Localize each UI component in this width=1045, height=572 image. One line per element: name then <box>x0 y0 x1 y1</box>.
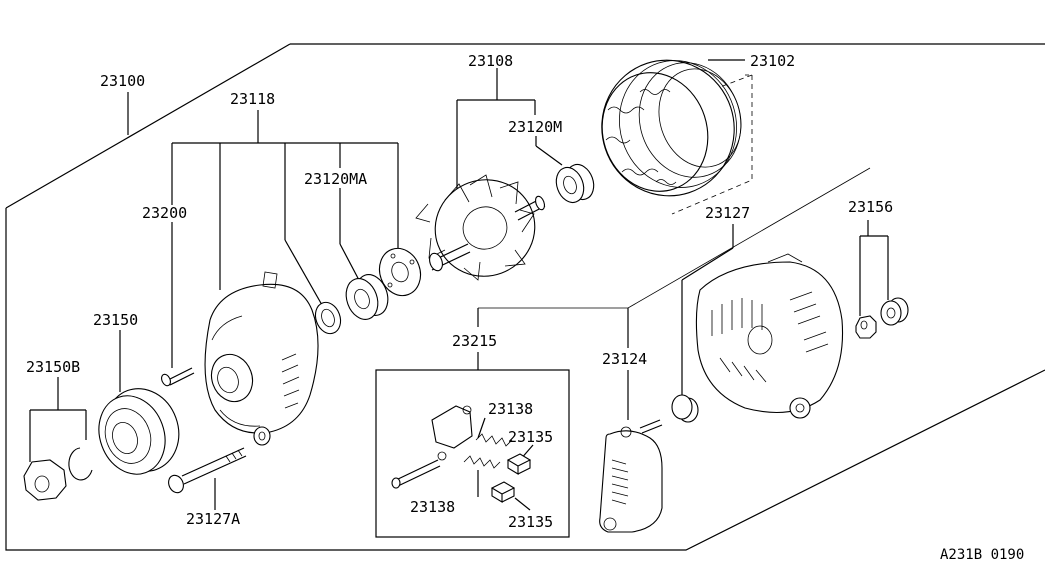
pulley-washer <box>68 447 93 481</box>
brush-springs <box>463 433 513 469</box>
rectifier-part <box>599 419 663 533</box>
label-23150: 23150 <box>93 311 138 329</box>
spacer-ring <box>314 301 342 335</box>
label-23135-bottom: 23135 <box>508 513 553 531</box>
label-23156: 23156 <box>848 198 893 216</box>
label-23108: 23108 <box>468 52 513 70</box>
label-23127a: 23127A <box>186 510 240 528</box>
label-23135-top: 23135 <box>508 428 553 446</box>
label-23215: 23215 <box>452 332 497 350</box>
diagram-code: A231B 0190 <box>940 547 1024 563</box>
label-23100: 23100 <box>100 72 145 90</box>
label-23200: 23200 <box>142 204 187 222</box>
label-23120ma: 23120MA <box>304 170 367 188</box>
rotor-part <box>415 174 546 281</box>
bearing-23120m <box>555 163 595 204</box>
label-23124: 23124 <box>602 350 647 368</box>
bearing-23120ma <box>345 274 389 320</box>
front-housing <box>204 271 319 446</box>
pulley <box>98 388 180 475</box>
label-23120m: 23120M <box>508 118 562 136</box>
brushes <box>490 453 532 503</box>
screw-23200 <box>161 367 195 387</box>
through-bolt <box>168 447 247 494</box>
label-23138-bottom: 23138 <box>410 498 455 516</box>
label-23102: 23102 <box>750 52 795 70</box>
label-23138-top: 23138 <box>488 400 533 418</box>
brush-holder-inset <box>375 369 570 538</box>
brush-holder-part <box>391 405 473 489</box>
stator-part <box>601 59 742 197</box>
bushing-23156 <box>880 297 909 326</box>
leader-lines <box>29 59 889 511</box>
retainer-plate <box>378 247 422 297</box>
frame-outline <box>5 43 1045 551</box>
rear-housing <box>695 253 844 419</box>
nut-23156 <box>855 315 877 339</box>
label-23127: 23127 <box>705 204 750 222</box>
pulley-nut <box>23 459 67 501</box>
label-23118: 23118 <box>230 90 275 108</box>
grommet-23127 <box>671 394 699 423</box>
label-23150b: 23150B <box>26 358 80 376</box>
